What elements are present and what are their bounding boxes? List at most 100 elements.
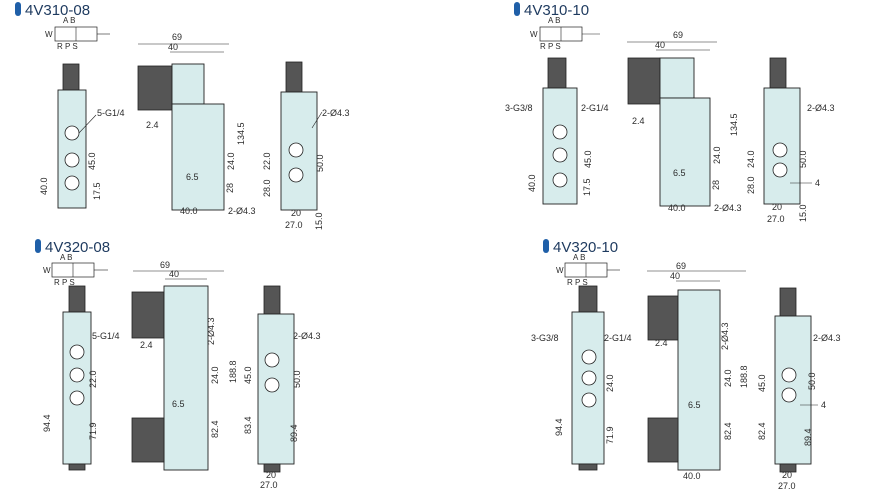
- symbol-spring-label: W: [45, 30, 53, 39]
- dim-label: 50.0: [807, 372, 817, 390]
- dim-label: 50.0: [315, 154, 325, 172]
- dim-label: 82.4: [210, 420, 220, 438]
- dim-label: 89.4: [289, 424, 299, 442]
- port-label: 2-Ø4.3: [206, 317, 216, 345]
- symbol-spring-label: W: [43, 266, 51, 275]
- port-label: 3-G3/8: [505, 103, 533, 113]
- dim-label: 69: [172, 32, 182, 42]
- dim-label: 71.9: [88, 422, 98, 440]
- port-label: 5-G1/4: [92, 331, 120, 341]
- dim-label: 27.0: [778, 481, 796, 491]
- dim-label: 27.0: [285, 220, 303, 230]
- dim-label: 45.0: [87, 152, 97, 170]
- symbol-bottom-label: R P S: [567, 278, 588, 287]
- dim-label: 24.0: [605, 374, 615, 392]
- side-view: [627, 41, 717, 207]
- dim-label: 94.4: [554, 418, 564, 436]
- front-view: [57, 63, 97, 209]
- dim-label: 40: [670, 271, 680, 281]
- port-label: 2-Ø4.3: [807, 103, 835, 113]
- dim-label: 82.4: [757, 422, 767, 440]
- front-view: [542, 57, 578, 205]
- symbol-top-label: A B: [60, 253, 72, 262]
- symbol-bottom-label: R P S: [540, 42, 561, 51]
- valve-symbol-icon: A B W R P S: [556, 253, 620, 287]
- dim-label: 22.0: [262, 152, 272, 170]
- port-label: 3-G3/8: [531, 333, 559, 343]
- side-view: [647, 270, 746, 471]
- dim-label: 69: [160, 260, 170, 270]
- dim-label: 188.8: [739, 365, 749, 388]
- dim-label: 134.5: [729, 113, 739, 136]
- model-title: 4V310-10: [524, 2, 589, 19]
- end-view: [280, 61, 323, 211]
- port-label: 2-G1/4: [604, 333, 632, 343]
- symbol-top-label: A B: [63, 16, 75, 25]
- dim-label: 24.0: [712, 146, 722, 164]
- valve-symbol-icon: A B W R P S: [45, 16, 110, 51]
- front-view: [571, 285, 605, 471]
- dim-label: 69: [673, 30, 683, 40]
- dim-label: 17.5: [582, 178, 592, 196]
- dim-label: 40.0: [39, 177, 49, 195]
- dim-label: 2.4: [655, 338, 668, 348]
- panel-4v320-10: 4V320-10 A B W R P S 3-G3/8 2-G1/4 24.0 …: [531, 239, 841, 491]
- dim-label: 2.4: [632, 116, 645, 126]
- panel-4v320-08: 4V320-08 A B W R P S 5-G1/4 22.0 94.4 71…: [35, 239, 321, 490]
- title-marker-icon: [514, 2, 520, 16]
- dim-label: 40: [169, 269, 179, 279]
- title-marker-icon: [35, 239, 41, 253]
- port-label: 2-G1/4: [581, 103, 609, 113]
- dim-label: 50.0: [798, 150, 808, 168]
- dim-label: 6.5: [688, 400, 701, 410]
- model-title: 4V320-08: [45, 239, 110, 256]
- dim-label: 22.0: [88, 370, 98, 388]
- dim-label: 24.0: [226, 152, 236, 170]
- end-view: [774, 287, 818, 473]
- side-view: [131, 270, 224, 471]
- dim-label: 40.0: [180, 206, 198, 216]
- symbol-bottom-label: R P S: [54, 278, 75, 287]
- front-view: [62, 285, 92, 471]
- dim-label: 50.0: [292, 370, 302, 388]
- dim-label: 2-Ø4.3: [714, 203, 742, 213]
- title-marker-icon: [543, 239, 549, 253]
- dim-label: 45.0: [757, 374, 767, 392]
- symbol-spring-label: W: [530, 30, 538, 39]
- dim-label: 6.5: [673, 168, 686, 178]
- dim-label: 20: [772, 202, 782, 212]
- dim-label: 45.0: [583, 150, 593, 168]
- title-marker-icon: [15, 2, 21, 16]
- panel-4v310-08: 4V310-08 A B W R P S 5-G1/4 45.0 17.5 40…: [15, 2, 350, 230]
- valve-symbol-icon: A B W R P S: [530, 16, 600, 51]
- dim-label: 20: [782, 470, 792, 480]
- dim-label: 134.5: [236, 122, 246, 145]
- port-label: 5-G1/4: [97, 108, 125, 118]
- dim-label: 40.0: [527, 174, 537, 192]
- dim-label: 27.0: [767, 214, 785, 224]
- symbol-spring-label: W: [556, 266, 564, 275]
- port-label: 2-Ø4.3: [720, 322, 730, 350]
- symbol-bottom-label: R P S: [57, 42, 78, 51]
- dim-label: 69: [676, 261, 686, 271]
- end-view: [257, 285, 295, 473]
- dim-label: 6.5: [186, 172, 199, 182]
- dim-label: 28: [711, 180, 721, 190]
- port-label: 2-Ø4.3: [293, 331, 321, 341]
- side-view: [137, 43, 229, 211]
- dim-label: 40.0: [668, 203, 686, 213]
- dim-label: 15.0: [314, 212, 324, 230]
- valve-symbol-icon: A B W R P S: [43, 253, 108, 287]
- dim-label: 15.0: [798, 204, 808, 222]
- port-label: 2-Ø4.3: [813, 333, 841, 343]
- dim-label: 94.4: [42, 414, 52, 432]
- dim-label: 4: [815, 178, 820, 188]
- dim-label: 28: [225, 183, 235, 193]
- symbol-top-label: A B: [573, 253, 585, 262]
- dim-label: 24.0: [746, 150, 756, 168]
- dim-label: 40: [655, 40, 665, 50]
- dim-label: 24.0: [210, 366, 220, 384]
- model-title: 4V310-08: [25, 2, 90, 19]
- dim-label: 83.4: [243, 416, 253, 434]
